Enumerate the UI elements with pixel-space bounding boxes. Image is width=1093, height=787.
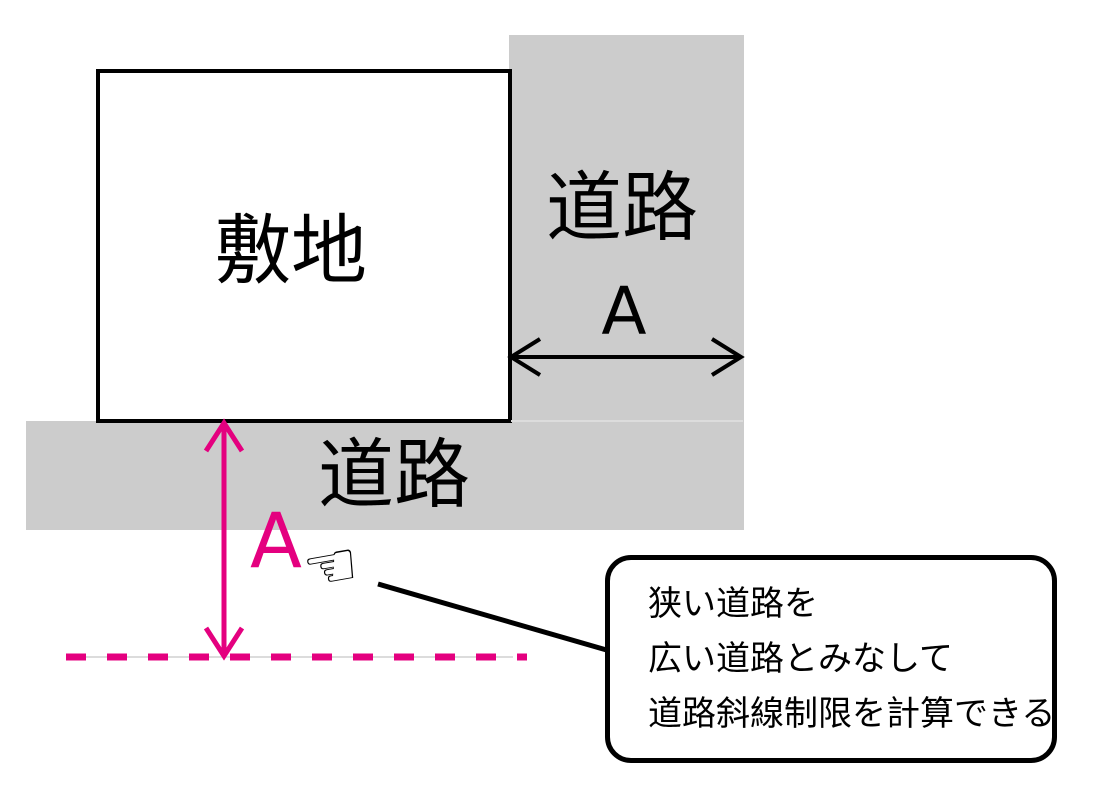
callout-text-line-1: 狭い道路を bbox=[648, 583, 818, 624]
site-label: 敷地 bbox=[215, 206, 367, 295]
callout-box: 狭い道路を 広い道路とみなして 道路斜線制限を計算できる bbox=[605, 555, 1057, 763]
callout-pointer-line bbox=[377, 581, 611, 654]
callout-text-line-2: 広い道路とみなして bbox=[648, 638, 953, 679]
deemed-width-label: A bbox=[250, 496, 302, 585]
site-parcel bbox=[96, 69, 512, 423]
right-road-width-label: A bbox=[601, 273, 647, 350]
pointing-hand-icon: ☜ bbox=[296, 525, 365, 608]
bottom-road-label: 道路 bbox=[318, 430, 470, 519]
right-road-label: 道路 bbox=[546, 163, 698, 252]
callout-text-line-3: 道路斜線制限を計算できる bbox=[648, 693, 1056, 734]
bottom-road-area bbox=[26, 421, 744, 530]
